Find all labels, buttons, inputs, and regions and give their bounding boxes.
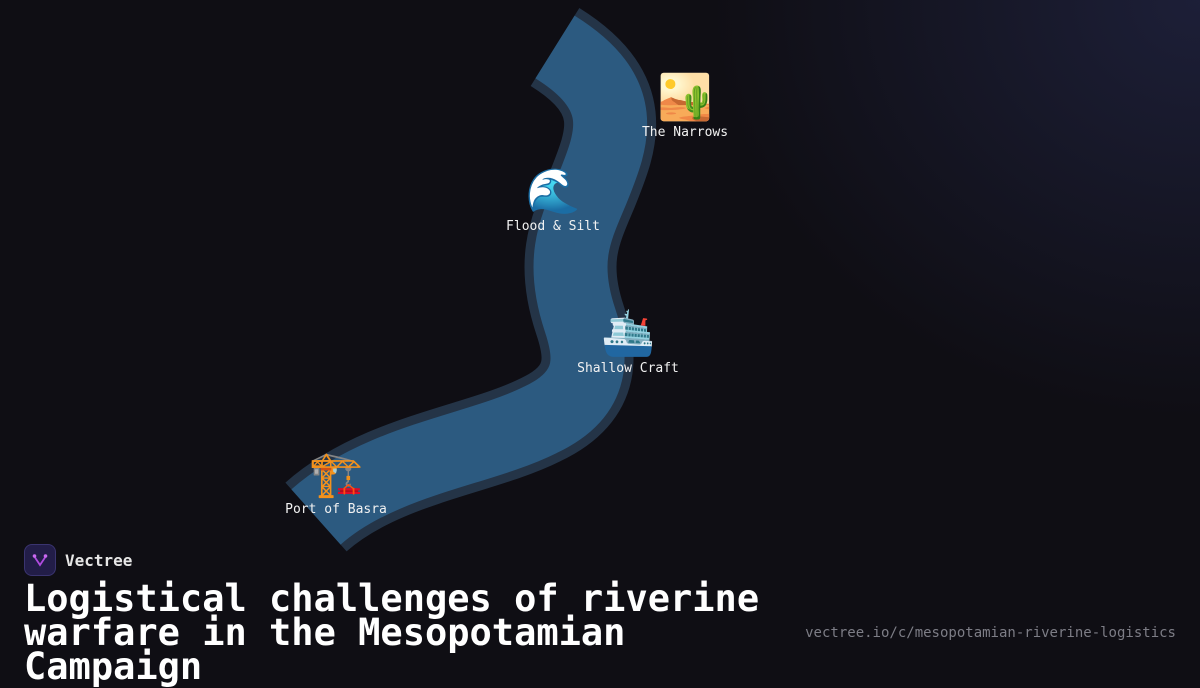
marker-flood-silt: 🌊 Flood & Silt [506, 166, 600, 235]
marker-label: The Narrows [641, 125, 729, 140]
marker-label: Shallow Craft [577, 361, 679, 376]
marker-port-of-basra: 🏗️ Port of Basra [285, 449, 387, 518]
crane-icon: 🏗️ [308, 449, 364, 500]
vectree-logo-icon [24, 544, 56, 576]
river-water [291, 15, 648, 546]
source-url: vectree.io/c/mesopotamian-riverine-logis… [805, 625, 1176, 641]
brand-name: Vectree [65, 550, 133, 570]
brand: Vectree [24, 544, 132, 576]
marker-the-narrows: 🏜️ The Narrows [641, 72, 729, 141]
marker-shallow-craft: 🛳️ Shallow Craft [577, 308, 679, 377]
marker-label: Flood & Silt [506, 219, 600, 234]
desert-icon: 🏜️ [657, 72, 713, 123]
wave-icon: 🌊 [525, 166, 581, 217]
page-title: Logistical challenges of riverine warfar… [24, 577, 760, 688]
marker-label: Port of Basra [285, 502, 387, 517]
ship-icon: 🛳️ [600, 308, 656, 359]
